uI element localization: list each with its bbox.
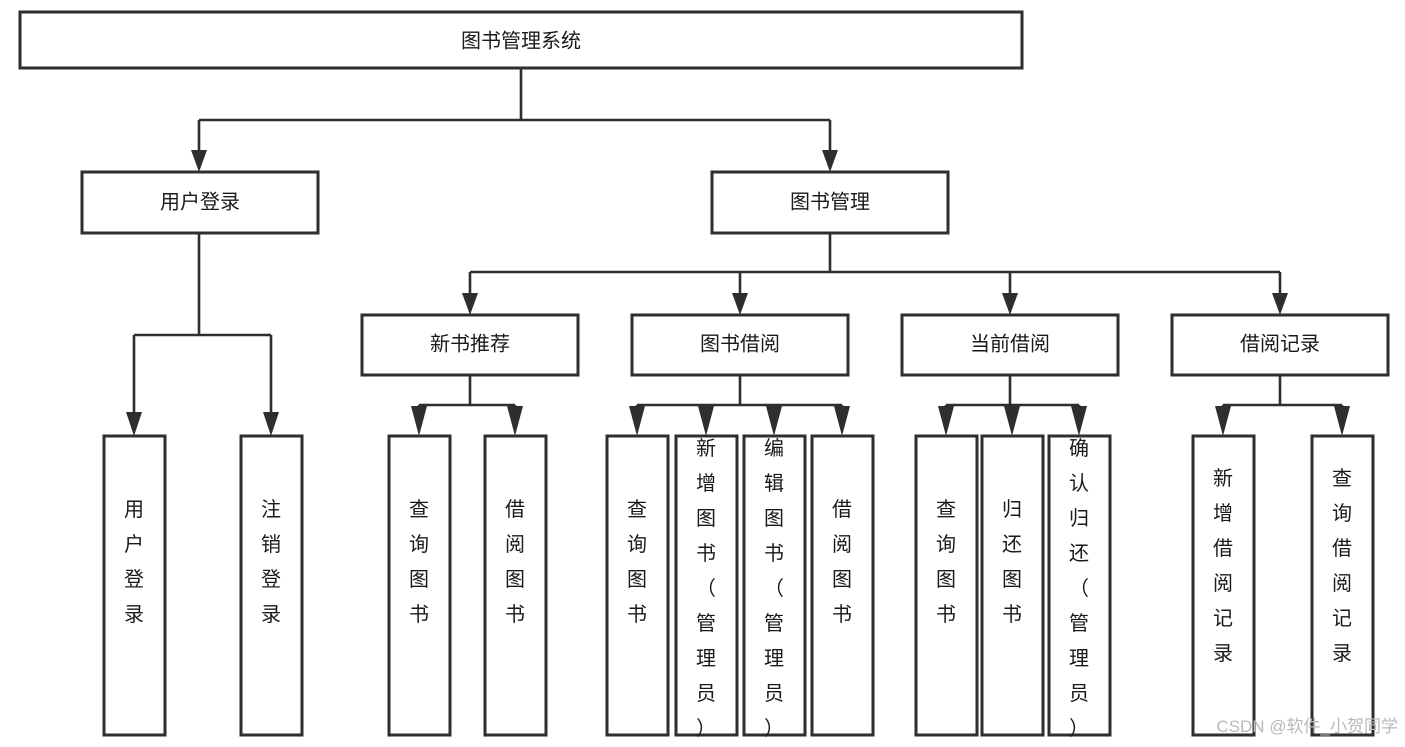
arrowhead-bb-add — [698, 406, 714, 436]
arrowhead-cb-return — [1004, 406, 1020, 436]
leaf-cb-return-book[interactable]: 归还图书 — [980, 434, 1045, 737]
leaf-nb-borrow-book-box — [483, 434, 548, 737]
leaf-cb-query-book-box — [914, 434, 979, 737]
node-new-book-recommend[interactable]: 新书推荐 — [360, 313, 580, 377]
arrowhead-leaf-logout — [263, 412, 279, 436]
book-manage-label: 图书管理 — [790, 190, 870, 213]
leaf-bb-edit-book-box — [742, 434, 807, 737]
leaf-user-login[interactable]: 用户登录 — [102, 434, 167, 737]
arrowhead-borrow-record — [1272, 293, 1288, 315]
leaf-user-login-box — [102, 434, 167, 737]
leaf-bb-borrow-book[interactable]: 借阅图书 — [810, 434, 875, 737]
arrowhead-br-add — [1215, 406, 1231, 436]
leaf-nb-borrow-book[interactable]: 借阅图书 — [483, 434, 548, 737]
arrowhead-nb-query — [411, 406, 427, 436]
leaf-br-query-record[interactable]: 查询借阅记录 — [1310, 434, 1375, 737]
arrowhead-br-query — [1334, 406, 1350, 436]
arrowhead-new-book — [462, 293, 478, 315]
borrow-record-label: 借阅记录 — [1240, 332, 1320, 355]
node-current-borrow[interactable]: 当前借阅 — [900, 313, 1120, 377]
leaf-logout-label: 注销登录 — [261, 498, 281, 626]
leaf-cb-query-book-label: 查询图书 — [936, 498, 956, 626]
book-borrow-label: 图书借阅 — [700, 332, 780, 355]
arrowhead-cb-confirm — [1071, 406, 1087, 436]
book-borrow-box — [630, 313, 850, 377]
arrowhead-book-borrow — [732, 293, 748, 315]
leaf-user-login-label: 用户登录 — [124, 499, 144, 626]
leaf-br-query-record-box — [1310, 434, 1375, 737]
leaf-bb-query-book-label: 查询图书 — [627, 498, 647, 626]
leaf-cb-confirm-return-box — [1047, 434, 1112, 737]
node-root-system[interactable]: 图书管理系统 — [18, 10, 1024, 70]
leaf-bb-borrow-book-label: 借阅图书 — [832, 498, 852, 626]
root-box — [18, 10, 1024, 70]
leaf-bb-query-book-box — [605, 434, 670, 737]
node-user-login[interactable]: 用户登录 — [80, 170, 320, 235]
leaf-bb-edit-book[interactable]: 编辑图书（管理员） — [742, 434, 807, 740]
arrowhead-book-manage — [822, 150, 838, 172]
arrowhead-cb-query — [938, 406, 954, 436]
leaf-nb-borrow-book-label: 借阅图书 — [505, 498, 525, 626]
leaf-br-add-record-box — [1191, 434, 1256, 737]
user-login-label: 用户登录 — [160, 190, 240, 213]
arrowhead-bb-query — [629, 406, 645, 436]
leaf-logout[interactable]: 注销登录 — [239, 434, 304, 737]
current-borrow-box — [900, 313, 1120, 377]
book-manage-box — [710, 170, 950, 235]
arrowhead-nb-borrow — [507, 406, 523, 436]
connector-layer — [126, 68, 1350, 436]
arrowhead-bb-borrow — [834, 406, 850, 436]
new-book-recommend-label: 新书推荐 — [430, 332, 510, 355]
leaf-bb-add-book-box — [674, 434, 739, 737]
leaf-nb-query-book[interactable]: 查询图书 — [387, 434, 452, 737]
arrowhead-current-borrow — [1002, 293, 1018, 315]
leaf-bb-borrow-book-box — [810, 434, 875, 737]
node-borrow-record[interactable]: 借阅记录 — [1170, 313, 1390, 377]
leaf-nb-query-book-box — [387, 434, 452, 737]
node-book-manage[interactable]: 图书管理 — [710, 170, 950, 235]
arrowhead-leaf-user-login — [126, 412, 142, 436]
arrowhead-user-login — [191, 150, 207, 172]
leaf-cb-confirm-return-label: 确认归还（管理员） — [1069, 437, 1089, 740]
leaf-cb-return-book-label: 归还图书 — [1002, 498, 1022, 626]
leaf-bb-query-book[interactable]: 查询图书 — [605, 434, 670, 737]
arrowhead-bb-edit — [766, 406, 782, 436]
leaf-bb-add-book-label: 新增图书（管理员） — [696, 437, 716, 740]
leaf-br-add-record-label: 新增借阅记录 — [1213, 467, 1233, 665]
leaf-cb-return-book-box — [980, 434, 1045, 737]
new-book-recommend-box — [360, 313, 580, 377]
leaf-nb-query-book-label: 查询图书 — [409, 498, 429, 626]
current-borrow-label: 当前借阅 — [970, 332, 1050, 355]
user-login-box — [80, 170, 320, 235]
leaf-logout-box — [239, 434, 304, 737]
root-label: 图书管理系统 — [461, 29, 581, 52]
leaf-cb-query-book[interactable]: 查询图书 — [914, 434, 979, 737]
leaf-bb-add-book[interactable]: 新增图书（管理员） — [674, 434, 739, 740]
leaf-bb-edit-book-label: 编辑图书（管理员） — [764, 437, 784, 740]
borrow-record-box — [1170, 313, 1390, 377]
leaf-cb-confirm-return[interactable]: 确认归还（管理员） — [1047, 434, 1112, 740]
node-book-borrow[interactable]: 图书借阅 — [630, 313, 850, 377]
csdn-watermark: CSDN @软件_小贺同学 — [1216, 717, 1398, 736]
leaf-br-add-record[interactable]: 新增借阅记录 — [1191, 434, 1256, 737]
leaf-br-query-record-label: 查询借阅记录 — [1332, 467, 1352, 665]
